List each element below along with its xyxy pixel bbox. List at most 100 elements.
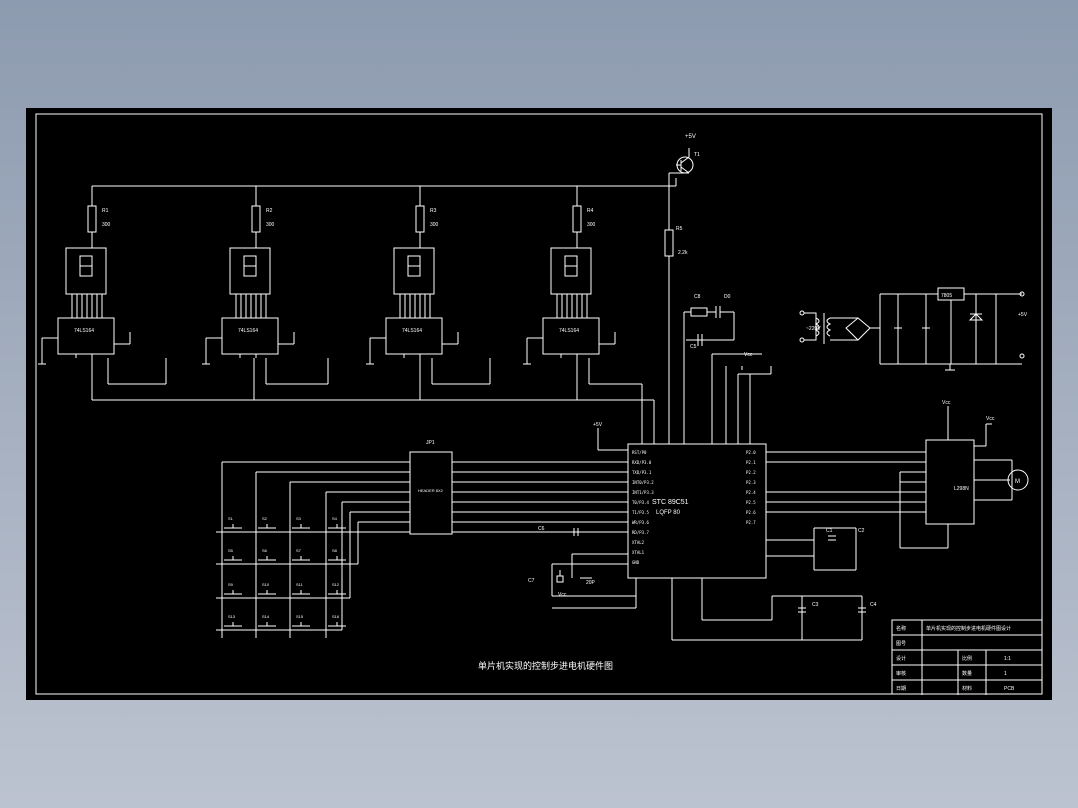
- mcu-name: STC 89C51: [652, 499, 689, 506]
- svg-text:Vcc: Vcc: [942, 400, 951, 406]
- resistor-value: 300: [102, 222, 111, 228]
- title-cell: 名称: [896, 625, 906, 632]
- ic-label: 74LS164: [559, 328, 579, 334]
- transistor-label: T1: [694, 152, 700, 158]
- key-label: S1: [228, 516, 234, 521]
- mcu-chip: STC 89C51 LQFP 80 RST/P0RXD/P3.0TXD/P3.1…: [593, 422, 767, 579]
- shift-register-ic: [542, 317, 600, 355]
- mcu-pin-label: XTAL2: [632, 540, 645, 545]
- mcu-pin-label: P2.7: [746, 520, 756, 525]
- svg-text:C7: C7: [528, 578, 535, 584]
- resistor-label: R4: [587, 208, 594, 214]
- svg-text:C3: C3: [812, 602, 819, 608]
- display-group: R130074LS164R230074LS164R330074LS164R430…: [38, 205, 616, 365]
- mcu-left-pins: RST/P0RXD/P3.0TXD/P3.1INT0/P3.2INT1/P3.3…: [632, 450, 654, 565]
- key-label: S5: [228, 548, 234, 553]
- ic-label: 74LS164: [402, 328, 422, 334]
- mcu-pin-label: INT1/P3.3: [632, 490, 654, 495]
- shift-register-ic: [221, 317, 279, 355]
- driver-part: L298N: [954, 486, 969, 492]
- svg-text:C8: C8: [694, 294, 701, 300]
- jp1-bus: [452, 461, 628, 533]
- title-cell: 图号: [896, 641, 906, 647]
- svg-text:C4: C4: [870, 602, 877, 608]
- svg-text:Vcc: Vcc: [558, 592, 567, 598]
- supply-label: +5V: [685, 134, 696, 140]
- mcu-pin-label: P2.3: [746, 480, 756, 485]
- top-bus: [91, 178, 677, 206]
- supply-in-label: ~220V: [806, 326, 821, 332]
- svg-text:C1: C1: [826, 528, 833, 534]
- title-cell: PCB: [1004, 686, 1015, 692]
- mcu-pin-label: P2.2: [746, 470, 756, 475]
- key-label: S11: [296, 582, 304, 587]
- resistor-value: 300: [266, 222, 275, 228]
- key-label: S4: [332, 516, 338, 521]
- mcu-pin-label: TXD/P3.1: [632, 470, 652, 475]
- crystal-top: C8 D0 C5 Vcc: [683, 294, 772, 444]
- power-supply: 7805 ~220V +5V: [799, 287, 1028, 371]
- keypad-header-jp1: JP1 HEADER 8X2: [409, 440, 453, 535]
- mcu-pin-label: RST/P0: [632, 450, 647, 455]
- mcu-pin-label: XTAL1: [632, 550, 645, 555]
- key-label: S14: [262, 614, 270, 619]
- driver-bus: [766, 451, 948, 549]
- title-cell: 审核: [896, 670, 906, 677]
- mcu-pin-label: T0/P3.4: [632, 500, 649, 505]
- drawing-border: [35, 113, 1043, 695]
- title-cell: 材料: [962, 685, 972, 692]
- mcu-pin-label: WR/P3.6: [632, 520, 649, 525]
- svg-text:D0: D0: [724, 294, 731, 300]
- jp1-label: JP1: [426, 440, 435, 446]
- svg-text:20P: 20P: [586, 580, 596, 586]
- shift-register-ic: [385, 317, 443, 355]
- r5-value: 2.2k: [678, 250, 688, 256]
- mcu-pin-label: T1/P3.5: [632, 510, 649, 515]
- title-cell: 比例: [962, 655, 972, 662]
- title-cell: 单片机实现的控制步进电机硬件图设计: [926, 625, 1011, 632]
- key-label: S3: [296, 516, 302, 521]
- motor-driver-ic: L298N Vcc Vcc: [925, 400, 1013, 548]
- key-label: S15: [296, 614, 304, 619]
- mcu-pin-label: P2.1: [746, 460, 756, 465]
- mcu-pin-label: INT0/P3.2: [632, 480, 654, 485]
- svg-text:C6: C6: [538, 526, 545, 532]
- resistor-label: R1: [102, 208, 109, 214]
- mcu-package: LQFP 80: [656, 510, 681, 516]
- display-module-3: R3 300 74LS164: [366, 205, 459, 365]
- display-bus: [91, 358, 655, 444]
- key-label: S10: [262, 582, 270, 587]
- mcu-pin-label: RD/P3.7: [632, 530, 649, 535]
- svg-text:Vcc: Vcc: [744, 352, 753, 358]
- resistor-label: R2: [266, 208, 273, 214]
- title-cell: 设计: [896, 655, 906, 662]
- mcu-pin-label: P2.6: [746, 510, 756, 515]
- shift-register-ic: [57, 317, 115, 355]
- seven-seg-display: [65, 247, 107, 295]
- crystal-lower: C6 C7 20P Vcc: [528, 526, 637, 609]
- mcu-pin-label: GND: [632, 560, 640, 565]
- key-label: S8: [332, 548, 338, 553]
- resistor-value: 300: [430, 222, 439, 228]
- seven-seg-display: [393, 247, 435, 295]
- mcu-pin-label: P2.5: [746, 500, 756, 505]
- key-label: S7: [296, 548, 302, 553]
- seven-seg-display: [550, 247, 592, 295]
- mcu-pin-label: RXD/P3.0: [632, 460, 652, 465]
- key-label: S13: [228, 614, 236, 619]
- key-label: S9: [228, 582, 234, 587]
- key-label: S2: [262, 516, 268, 521]
- jp1-part: HEADER 8X2: [418, 488, 444, 493]
- key-label: S6: [262, 548, 268, 553]
- regulator-label: 7805: [941, 293, 952, 299]
- r5-label: R5: [676, 226, 683, 232]
- resistor-label: R3: [430, 208, 437, 214]
- seven-seg-display: [229, 247, 271, 295]
- title-cell: 1:1: [1004, 656, 1011, 662]
- title-cell: 日期: [896, 686, 906, 692]
